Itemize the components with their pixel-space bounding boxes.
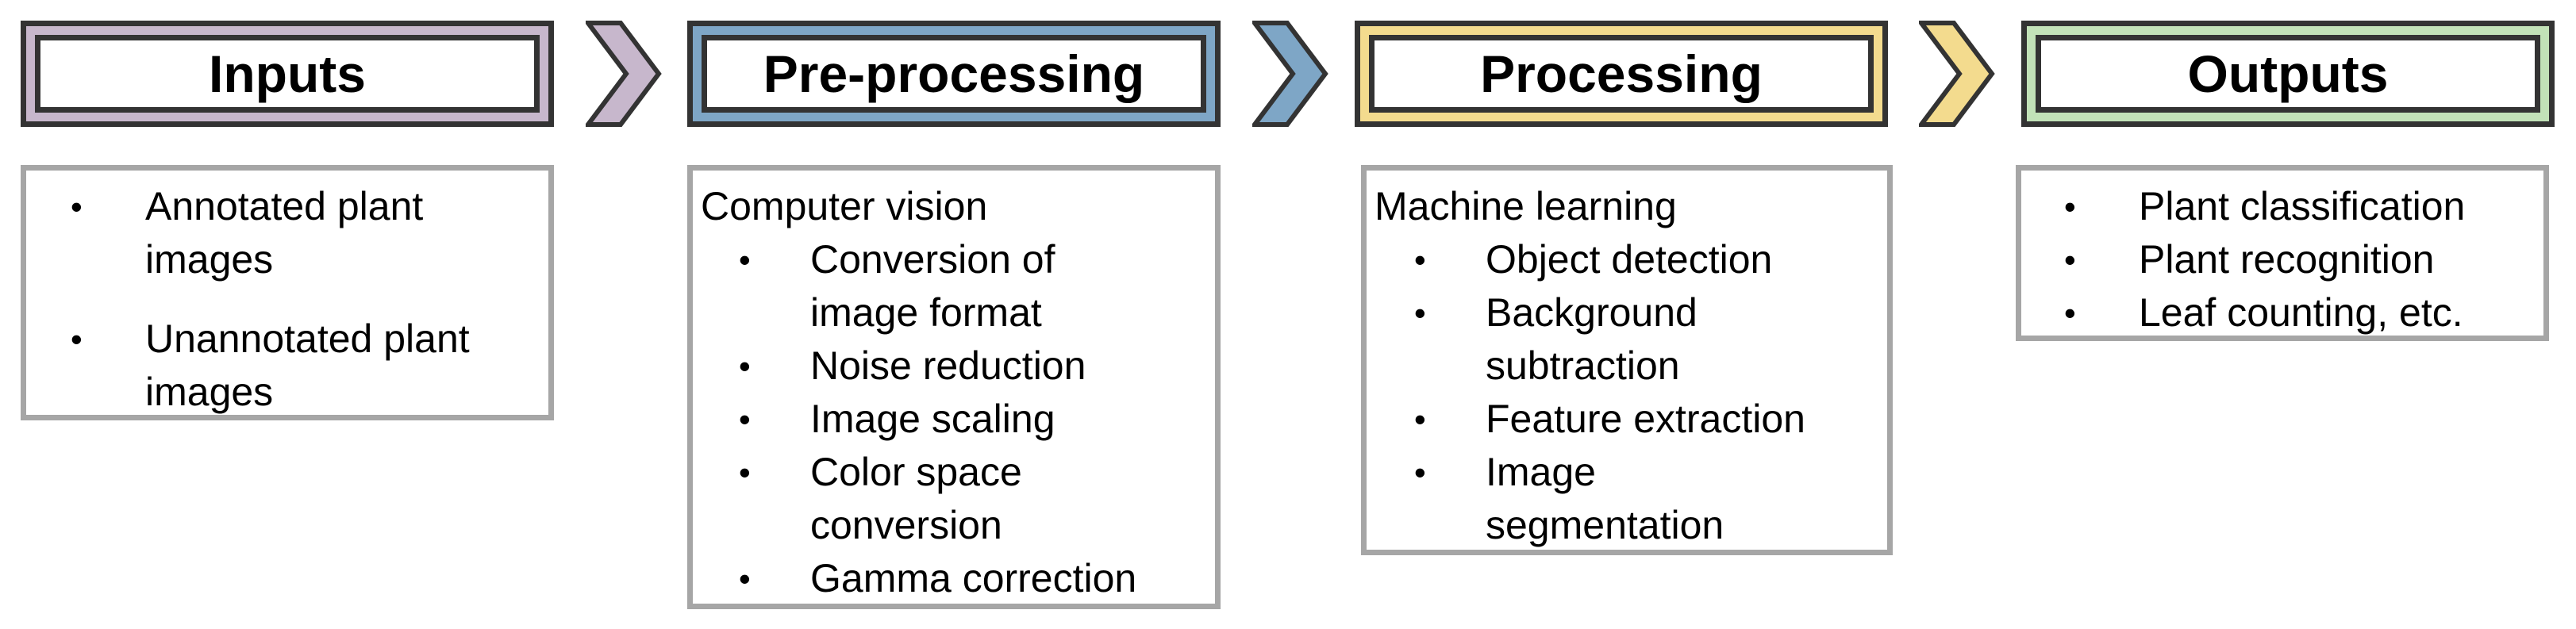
bullet-icon: • xyxy=(739,241,751,278)
bullet-icon: • xyxy=(2064,188,2076,225)
processing-header: Processing xyxy=(1355,21,1888,127)
list-item: • Color space conversion xyxy=(693,446,1215,552)
bullet-icon: • xyxy=(1414,401,1426,438)
list-item: • Plant recognition xyxy=(2021,233,2543,286)
preprocessing-list: • Conversion of image format • Noise red… xyxy=(693,233,1215,605)
inputs-box: • Annotated plant images • Unannotated p… xyxy=(21,165,554,420)
outputs-header: Outputs xyxy=(2021,21,2555,127)
chevron-arrow-icon xyxy=(1252,21,1328,127)
list-item: • Image scaling xyxy=(693,393,1215,446)
bullet-icon: • xyxy=(2064,241,2076,278)
inputs-list: • Annotated plant images • Unannotated p… xyxy=(26,180,548,419)
bullet-icon: • xyxy=(739,454,751,491)
processing-heading: Machine learning xyxy=(1375,184,1677,228)
list-item: • Plant classification xyxy=(2021,180,2543,233)
list-item: • Feature extraction xyxy=(1367,393,1887,446)
bullet-icon: • xyxy=(739,347,751,385)
bullet-icon: • xyxy=(71,320,83,358)
chevron-arrow-icon xyxy=(1919,21,1995,127)
list-item: • Unannotated plant images xyxy=(26,313,548,419)
inputs-header: Inputs xyxy=(21,21,554,127)
preprocessing-box: Computer vision • Conversion of image fo… xyxy=(687,165,1221,609)
processing-box: Machine learning • Object detection • Ba… xyxy=(1361,165,1893,555)
bullet-icon: • xyxy=(739,401,751,438)
outputs-title: Outputs xyxy=(2187,44,2389,103)
list-item: • Conversion of image format xyxy=(693,233,1215,339)
processing-header-frame: Processing xyxy=(1369,35,1874,113)
preprocessing-header: Pre-processing xyxy=(687,21,1221,127)
bullet-icon: • xyxy=(2064,294,2076,332)
processing-title: Processing xyxy=(1480,44,1763,103)
inputs-header-frame: Inputs xyxy=(35,35,540,113)
bullet-icon: • xyxy=(1414,454,1426,491)
list-item: • Object detection xyxy=(1367,233,1887,286)
bullet-icon: • xyxy=(1414,241,1426,278)
preprocessing-title: Pre-processing xyxy=(763,44,1145,103)
list-item: • Background subtraction xyxy=(1367,286,1887,393)
outputs-list: • Plant classification • Plant recogniti… xyxy=(2021,180,2543,339)
bullet-icon: • xyxy=(739,560,751,597)
inputs-title: Inputs xyxy=(209,44,366,103)
list-item: • Image segmentation xyxy=(1367,446,1887,552)
preprocessing-header-frame: Pre-processing xyxy=(702,35,1206,113)
chevron-arrow-icon xyxy=(586,21,662,127)
outputs-box: • Plant classification • Plant recogniti… xyxy=(2016,165,2549,341)
list-item: • Noise reduction xyxy=(693,339,1215,393)
list-item: • Annotated plant images xyxy=(26,180,548,286)
processing-list: • Object detection • Background subtract… xyxy=(1367,233,1887,552)
list-item: • Gamma correction xyxy=(693,552,1215,605)
bullet-icon: • xyxy=(1414,294,1426,332)
list-item: • Leaf counting, etc. xyxy=(2021,286,2543,339)
outputs-header-frame: Outputs xyxy=(2036,35,2540,113)
bullet-icon: • xyxy=(71,188,83,225)
preprocessing-heading: Computer vision xyxy=(701,184,988,228)
